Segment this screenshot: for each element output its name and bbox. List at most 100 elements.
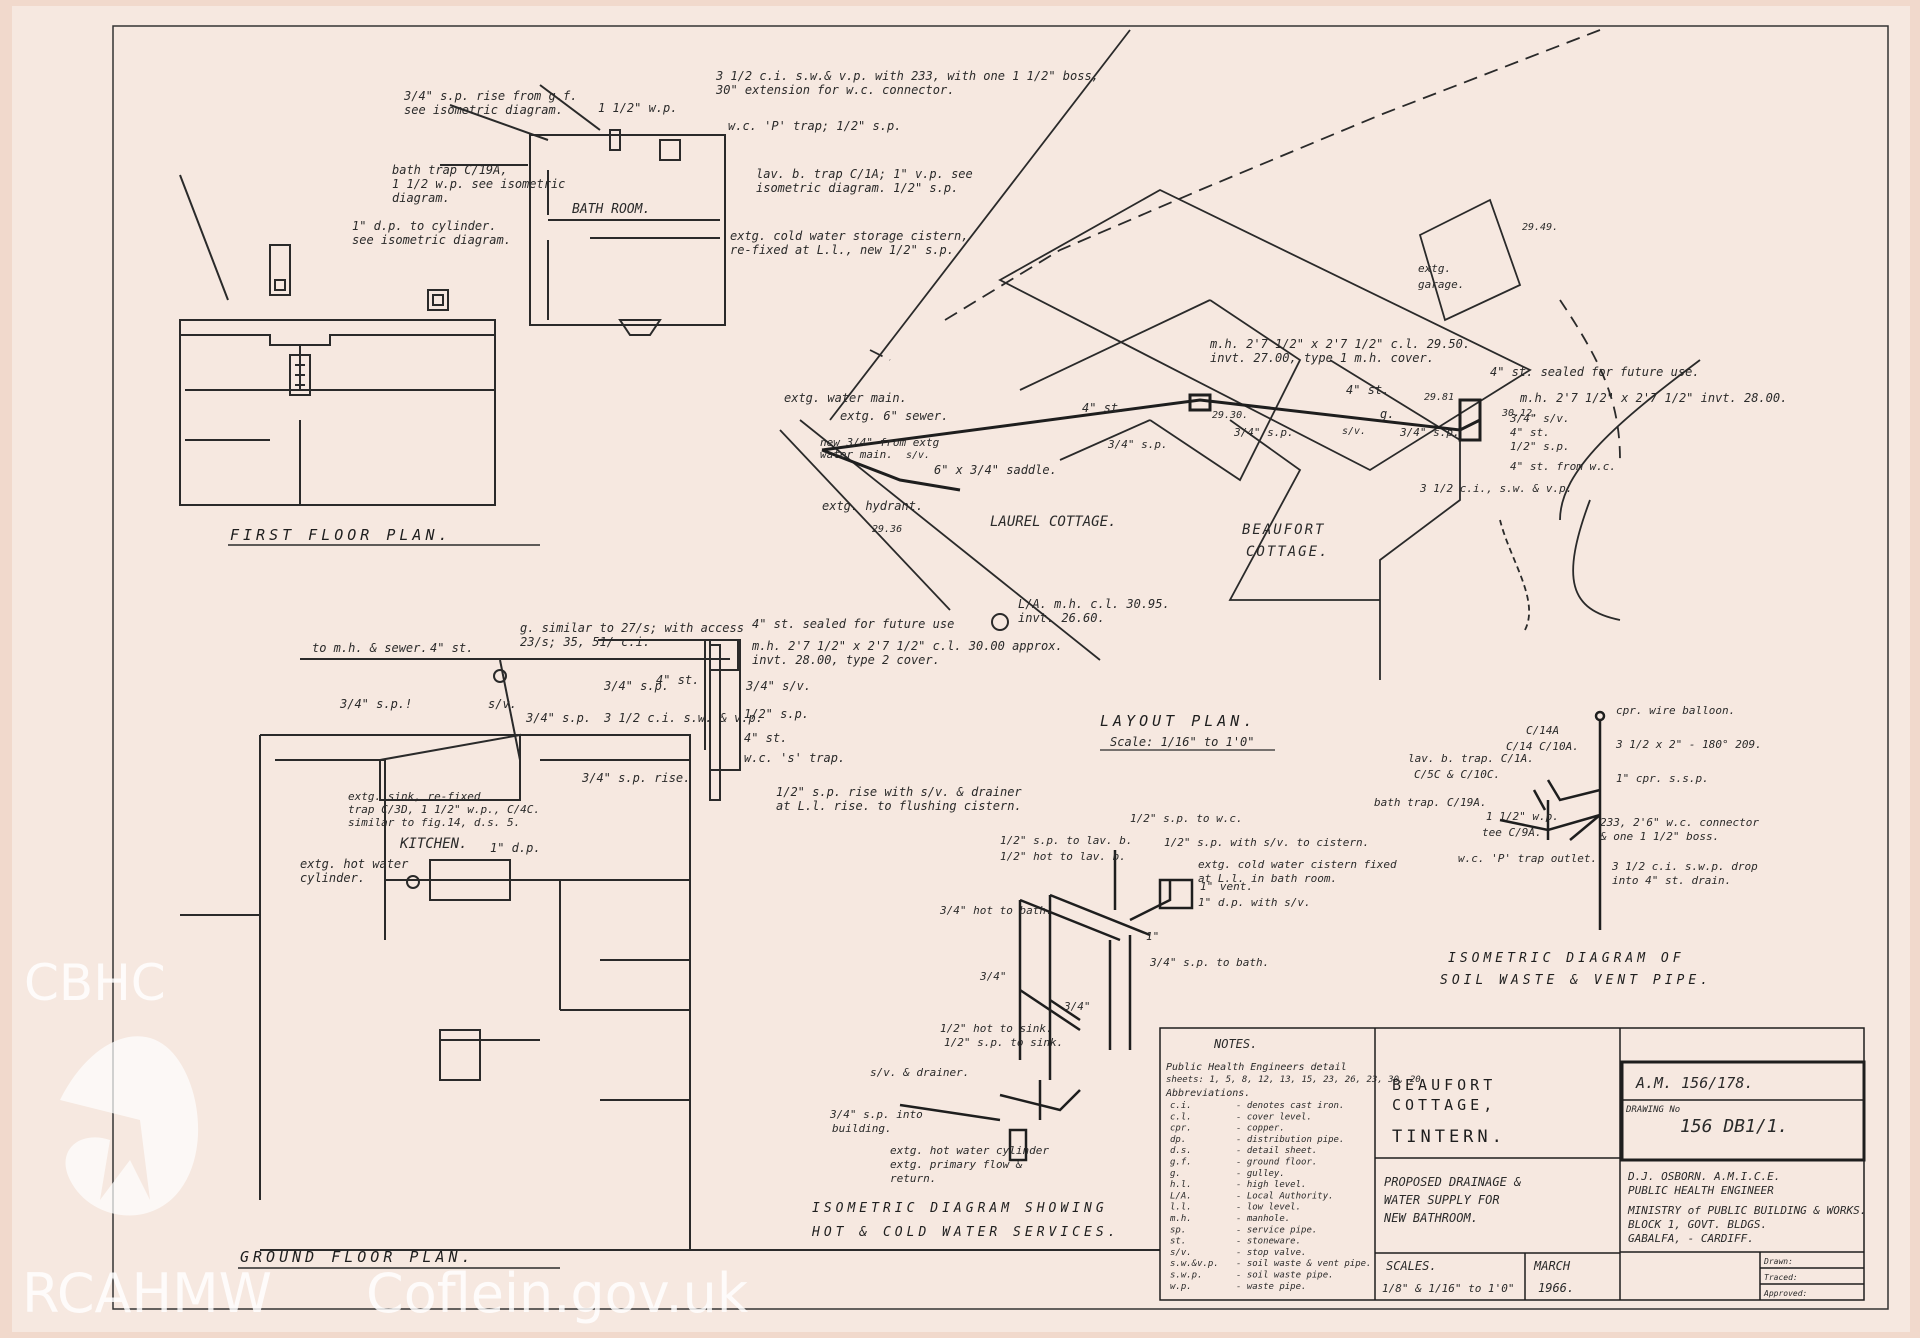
label: bath trap. C/19A. (1374, 796, 1487, 809)
label: 4" st. sealed for future use (752, 617, 954, 631)
label: BEAUFORT (1242, 522, 1325, 538)
label: 29.49. (1522, 222, 1558, 233)
label: re-fixed at L.l., new 1/2" s.p. (730, 243, 954, 257)
label: extg. 6" sewer. (840, 409, 948, 423)
label: 1/2" s.p. with s/v. to cistern. (1164, 836, 1369, 849)
label: 3/4" s/v. (1509, 412, 1570, 425)
label: invt. 27.00, type 1 m.h. cover. (1210, 351, 1434, 365)
drawn-label: Drawn: (1763, 1257, 1793, 1266)
label: 1 1/2" w.p. (1486, 810, 1559, 823)
abbrev-code: g. (1170, 1169, 1181, 1179)
drawing-no-label: DRAWING No (1625, 1105, 1680, 1115)
isometric-hot-cold-diagram (899, 850, 1194, 1162)
abbrev-meaning: - stoneware. (1236, 1237, 1301, 1247)
label: see isometric diagram. (352, 233, 511, 247)
label: & one 1 1/2" boss. (1599, 830, 1719, 843)
label: new 3/4" from extg (820, 436, 940, 449)
drawing-border (112, 25, 1889, 1310)
label: 1/2" s.p. (1510, 440, 1570, 453)
label: 3/4" s.p. rise from g.f. (403, 89, 577, 103)
abbrev-meaning: - soil waste pipe. (1236, 1271, 1334, 1281)
label: return. (890, 1172, 936, 1185)
abbrev-code: cpr. (1170, 1124, 1192, 1134)
label: 3/4" s.p. (603, 679, 669, 693)
label: s/v. & drainer. (870, 1066, 969, 1079)
label: extg. cold water storage cistern, (730, 229, 968, 243)
label: 30" extension for w.c. connector. (715, 83, 954, 97)
abbrev-code: l.l. (1170, 1203, 1192, 1213)
project-desc-3: NEW BATHROOM. (1383, 1211, 1478, 1225)
label: 29.81 (1424, 392, 1454, 403)
label: 1/2" s.p. to w.c. (1130, 812, 1243, 825)
label: 1" cpr. s.s.p. (1616, 772, 1709, 785)
abbrev-meaning: - detail sheet. (1236, 1146, 1317, 1156)
notes-heading: NOTES. (1213, 1037, 1257, 1051)
label: extg. primary flow & (890, 1158, 1023, 1171)
layout-drain-run (821, 393, 1482, 492)
label: g. similar to 27/s; with access (520, 621, 744, 635)
abbrev-meaning: - stop valve. (1236, 1248, 1306, 1258)
abbrev-meaning: - gulley. (1236, 1169, 1285, 1179)
label: lav. b. trap. C/1A. (1408, 752, 1534, 765)
label: 1" (1146, 930, 1159, 943)
label: 3 1/2 c.i. s.w. & v.p. (603, 711, 763, 725)
label: 29.30. (1212, 410, 1248, 421)
label: L/A. m.h. c.l. 30.95. (1018, 597, 1170, 611)
label: m.h. 2'7 1/2" x 2'7 1/2" c.l. 30.00 appr… (751, 639, 1063, 653)
label: w.c. 'P' trap; 1/2" s.p. (728, 119, 901, 133)
isometric-soil-diagram (1499, 710, 1606, 930)
abbrev-code: s.w.&v.p. (1170, 1259, 1219, 1269)
coflein-logo: Coflein.gov.uk (366, 1262, 749, 1325)
engineer: D.J. OSBORN. A.M.I.C.E. (1627, 1170, 1780, 1183)
abbrev-meaning: - denotes cast iron. (1236, 1101, 1344, 1111)
abbrev-code: sp. (1170, 1225, 1186, 1235)
label: water main. (820, 448, 893, 461)
label: 3/4" s.p. rise. (581, 771, 690, 785)
ground-floor-title: GROUND FLOOR PLAN. (240, 1248, 475, 1266)
label: 3/4" s.p. to bath. (1149, 956, 1269, 969)
label: BATH ROOM. (572, 202, 650, 217)
first-floor-plan (179, 84, 726, 506)
scales-label: SCALES. (1386, 1259, 1437, 1273)
rcahmw-logo: RCAHMW (22, 1262, 272, 1325)
label: 3/4" s.p. (1233, 426, 1294, 439)
abbrev-meaning: - copper. (1236, 1124, 1285, 1134)
label: 233, 2'6" w.c. connector (1600, 816, 1759, 829)
label: 3/4" s/v. (745, 679, 811, 693)
abbreviation-list: c.i.- denotes cast iron.c.l.- cover leve… (1169, 1101, 1371, 1292)
approved-label: Approved: (1763, 1289, 1807, 1298)
abbrev-meaning: - ground floor. (1236, 1158, 1317, 1168)
label: 1" d.p. with s/v. (1198, 896, 1311, 909)
project-title: BEAUFORT (1392, 1076, 1496, 1094)
abbrev-meaning: - high level. (1236, 1180, 1306, 1190)
label: cylinder. (300, 871, 365, 885)
abbrev-code: d.s. (1170, 1146, 1192, 1156)
label: s/v. (488, 697, 517, 711)
label: 3 1/2 x 2" - 180° 209. (1615, 738, 1762, 751)
ministry: MINISTRY of PUBLIC BUILDING & WORKS. (1627, 1204, 1866, 1217)
label: extg. hydrant. (822, 499, 923, 513)
abbrev-meaning: - service pipe. (1236, 1225, 1317, 1235)
label: 1" vent. (1200, 880, 1253, 893)
label: 1/2" s.p. rise with s/v. & drainer (776, 785, 1022, 799)
label: 30.12. (1501, 408, 1538, 419)
label: 1/2" s.p. (744, 707, 809, 721)
label: 1/2" hot to lav. b. (1000, 850, 1126, 863)
label: bath trap C/19A, (392, 163, 508, 177)
label: extg. hot water cylinder (890, 1144, 1049, 1157)
label: 23/s; 35, 51/ c.i. (520, 635, 650, 649)
abbrev-meaning: - low level. (1236, 1203, 1301, 1213)
label: g. (1380, 407, 1394, 421)
label: 1/2" s.p. to lav. b. (1000, 834, 1132, 847)
abbrev-code: s.w.p. (1170, 1271, 1203, 1281)
iso-hot-title-2: HOT & COLD WATER SERVICES. (811, 1225, 1120, 1240)
label: trap C/3D, 1 1/2" w.p., C/4C. (348, 803, 540, 816)
label: tee C/9A. (1482, 826, 1542, 839)
dragon-emblem (60, 1036, 199, 1216)
label: LAUREL COTTAGE. (990, 514, 1116, 530)
abbrev-code: st. (1170, 1237, 1186, 1247)
scales-value: 1/8" & 1/16" to 1'0" (1382, 1282, 1514, 1295)
label: 4" st. (1510, 426, 1550, 439)
project-desc-2: WATER SUPPLY FOR (1384, 1193, 1500, 1207)
